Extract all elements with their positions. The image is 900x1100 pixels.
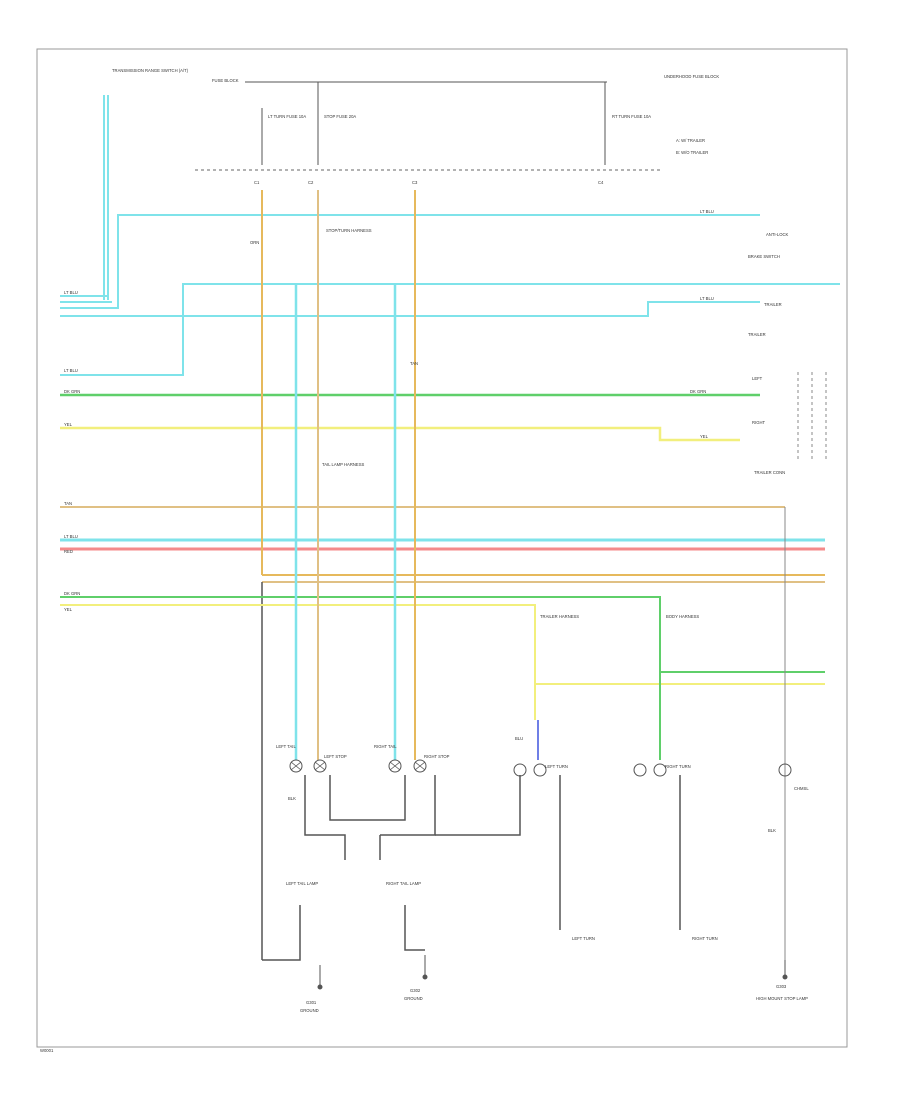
wire-label-tan: TAN [64,501,72,506]
wire-label-yel-r: YEL [700,434,709,439]
wire-label-grn: DK GRN [64,389,80,394]
bulb-rt-stop [413,759,427,773]
lamp-lt-stop: LEFT STOP [324,754,347,759]
wire-ltblu-4 [60,301,760,317]
label-right-5: LEFT [752,376,763,381]
label-lt-turn-fuse: LT TURN FUSE 10A [268,114,306,119]
bulb-rt-turn [633,763,667,777]
label-g2: G302 [410,988,421,993]
label-right-6: RIGHT [752,420,765,425]
wire-dkgrn-2 [60,596,825,673]
wire-label-red: RED [64,549,73,554]
lamp-rt-tail: RIGHT TAIL [374,744,397,749]
connector-c3: C3 [412,180,418,185]
label-underhood: UNDERHOOD FUSE BLOCK [664,74,719,79]
wire-yel-2 [60,604,825,685]
label-g3: G303 [776,984,787,989]
connector-c4: C4 [598,180,604,185]
label-fuse-block: FUSE BLOCK [212,78,239,83]
wire-label-grn-2: DK GRN [64,591,80,596]
ground-symbol-2 [422,955,428,980]
label-gnd-lt: GROUND [300,1008,319,1013]
wire-label-ltblu-2: LT BLU [64,368,78,373]
bulb-lt-turn [513,763,547,777]
label-transmission: TRANSMISSION RANGE SWITCH (A/T) [112,68,189,73]
wire-label-ltblu-3: LT BLU [700,209,714,214]
label-note-b: B: W/O TRAILER [676,150,708,155]
label-lt-turn-box: LEFT TURN [572,936,595,941]
ground-symbol-3 [782,960,788,980]
wire-label-blu: BLU [515,736,523,741]
wire-ltblu-5 [60,283,840,376]
label-rt-tail-cluster: RIGHT TAIL LAMP [386,881,421,886]
label-right-3: TRAILER [764,302,782,307]
label-chmsl-box: HIGH MOUNT STOP LAMP [756,996,808,1001]
label-g1: G301 [306,1000,317,1005]
ground-symbol-1 [317,965,323,990]
label-right-2: BRAKE SWITCH [748,254,780,259]
lamp-chmsl: CHMSL [794,786,809,791]
bulb-rt-tail [388,759,402,773]
wire-label-tan-v: TAN [410,361,418,366]
wire-label-ltblu-4: LT BLU [700,296,714,301]
wire-label-yel: YEL [64,422,73,427]
label-note-a: A: W/ TRAILER [676,138,705,143]
wire-ltblu-1 [60,214,760,309]
diagram-frame [36,48,848,1048]
label-rt-turn-fuse: RT TURN FUSE 10A [612,114,651,119]
bulb-lt-stop [313,759,327,773]
wire-label-blk: BLK [288,796,296,801]
bulb-lt-tail [289,759,303,773]
label-stop-fuse: STOP FUSE 20A [324,114,356,119]
label-right-7: TRAILER CONN [754,470,785,475]
label-rt-turn-box: RIGHT TURN [692,936,718,941]
ground-wiring [262,775,681,961]
lamp-rt-turn: RIGHT TURN [665,764,691,769]
bulb-chmsl [778,763,792,777]
lamp-lt-tail: LEFT TAIL [276,744,296,749]
lamp-lt-turn: LEFT TURN [545,764,568,769]
label-lt-tail-cluster: LEFT TAIL LAMP [286,881,318,886]
footer-code: W0001 [40,1048,54,1053]
label-gnd-rt: GROUND [404,996,423,1001]
lamp-rt-stop: RIGHT STOP [424,754,450,759]
wire-yel-1 [60,426,740,442]
wire-label-blk-2: BLK [768,828,776,833]
wire-label-ltblu-1: LT BLU [64,290,78,295]
wire-label-orn: ORN [250,240,259,245]
label-right-1: ANTI-LOCK [766,232,789,237]
label-harness-a: STOP/TURN HARNESS [326,228,372,233]
label-harness-c: TRAILER HARNESS [540,614,579,619]
label-harness-b: TAIL LAMP HARNESS [322,462,364,467]
label-harness-d: BODY HARNESS [666,614,699,619]
wire-label-grn-r: DK GRN [690,389,706,394]
wire-label-ltblu-5: LT BLU [64,534,78,539]
connector-c1: C1 [254,180,260,185]
label-right-4: TRAILER [748,332,766,337]
connector-c2: C2 [308,180,314,185]
wire-label-yel-2: YEL [64,607,73,612]
